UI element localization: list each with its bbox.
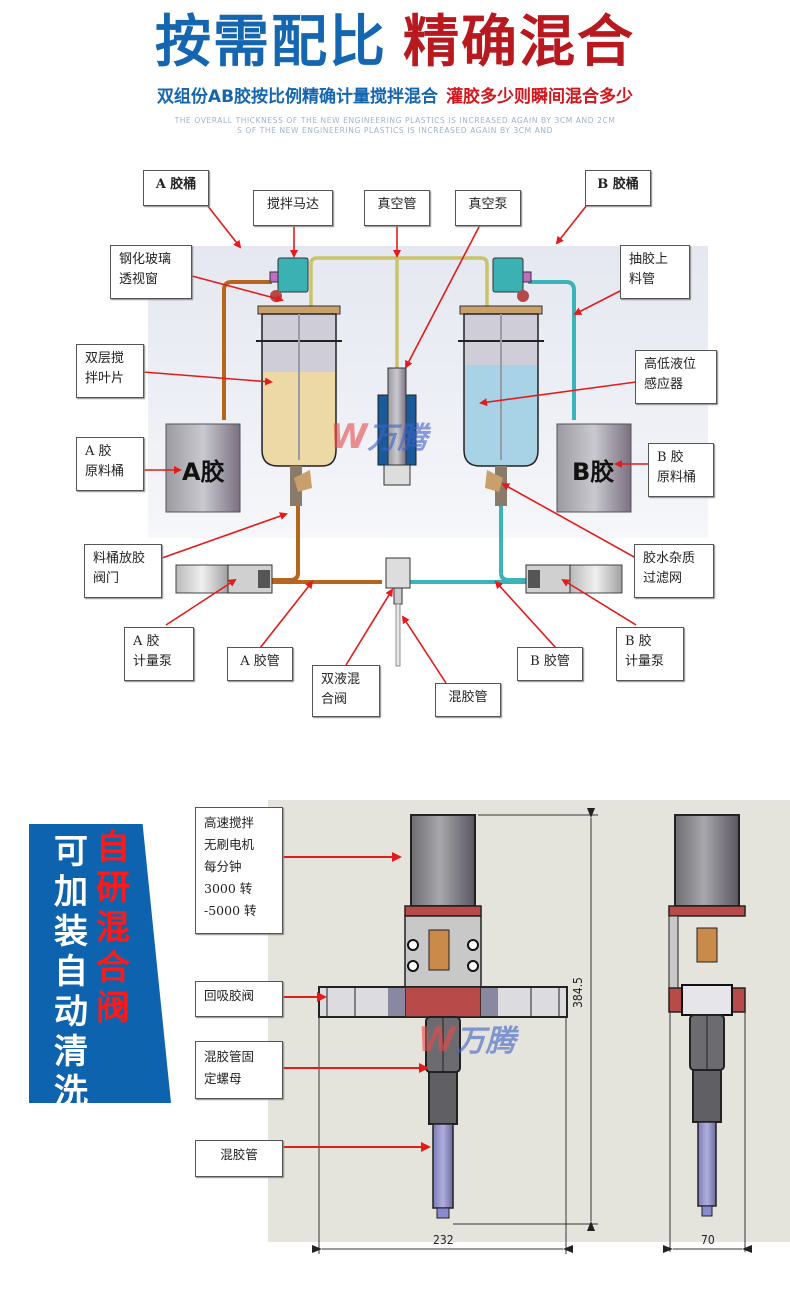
label-double-blade: 双层搅 拌叶片 (76, 344, 144, 398)
callout-arrows (142, 204, 648, 684)
english-caption-line-1: THE OVERALL THICKNESS OF THE NEW ENGINEE… (174, 116, 616, 125)
bucket-b-text: B胶 (572, 458, 615, 486)
watermark: W万腾 (330, 413, 428, 457)
banner-char: 自 (54, 952, 88, 992)
banner-char: 合 (96, 948, 130, 988)
watermark-latin: W (418, 1020, 456, 1060)
label-b-tank: B 胶桶 (585, 170, 651, 206)
label-b-meter-pump: B 胶 计量泵 (616, 627, 684, 681)
vacuum-pump (377, 367, 417, 486)
valve-drawing-background (268, 800, 790, 1242)
watermark: W万腾 (418, 1016, 516, 1060)
side-banner-white-text: 可 加 装 自 动 清 洗 (51, 832, 91, 1112)
label-motor: 高速搅拌 无刷电机 每分钟 3000 转 -5000 转 (195, 807, 283, 934)
banner-char: 装 (54, 912, 88, 952)
watermark-cn: 万腾 (367, 421, 428, 456)
label-drain-valve: 料桶放胶 阀门 (84, 544, 162, 598)
label-a-meter-pump: A 胶 计量泵 (124, 627, 194, 681)
label-b-tube: B 胶管 (517, 647, 583, 681)
side-banner: 可 加 装 自 动 清 洗 自 研 混 合 阀 (29, 824, 171, 1112)
banner-char: 阀 (96, 988, 130, 1028)
tank-a (256, 257, 342, 506)
tank-b (458, 257, 544, 506)
label-level-sensor: 高低液位 感应器 (635, 350, 717, 404)
label-mix-tube: 混胶管 (435, 683, 501, 717)
banner-char: 混 (96, 908, 130, 948)
banner-char: 洗 (54, 1072, 88, 1112)
banner-char: 加 (54, 872, 88, 912)
b-raw-bucket (556, 423, 632, 513)
subheadline-red: 灌胶多少则瞬间混合多少 (446, 87, 634, 107)
headline-blue: 按需配比 (155, 10, 387, 75)
dimension-width-front: 232 (433, 1233, 454, 1247)
banner-char: 可 (54, 832, 88, 872)
side-banner-red-text: 自 研 混 合 阀 (93, 828, 133, 1028)
watermark-cn: 万腾 (455, 1024, 516, 1059)
b-meter-pump (525, 564, 623, 594)
label-mix-tube-2: 混胶管 (195, 1140, 283, 1177)
english-caption-line-2: S OF THE NEW ENGINEERING PLASTICS IS INC… (236, 126, 554, 135)
banner-char: 研 (96, 868, 130, 908)
banner-char: 自 (96, 828, 130, 868)
label-fix-nut: 混胶管固 定螺母 (195, 1041, 283, 1099)
label-b-raw-bucket: B 胶 原料桶 (648, 443, 714, 497)
label-feed-tube: 抽胶上 料管 (620, 245, 690, 299)
subheadline: 双组份AB胶按比例精确计量搅拌混合灌胶多少则瞬间混合多少 (0, 86, 790, 108)
watermark-latin: W (330, 417, 368, 457)
dimension-height: 384.5 (571, 977, 585, 1008)
label-stir-motor: 搅拌马达 (253, 190, 333, 226)
label-suckback-valve: 回吸胶阀 (195, 981, 283, 1017)
headline: 按需配比精确混合 (0, 8, 790, 78)
label-a-tank: A 胶桶 (143, 170, 209, 206)
label-filter: 胶水杂质 过滤网 (634, 544, 714, 598)
label-mix-valve: 双液混 合阀 (312, 665, 380, 717)
label-vacuum-pump: 真空泵 (455, 190, 521, 226)
vacuum-pipe (309, 256, 489, 370)
banner-char: 动 (54, 992, 88, 1032)
system-diagram-graphic (142, 204, 648, 684)
b-supply-pipe (410, 280, 576, 584)
subheadline-blue: 双组份AB胶按比例精确计量搅拌混合 (156, 87, 439, 107)
label-a-raw-bucket: A 胶 原料桶 (76, 437, 144, 491)
a-supply-pipe (222, 280, 382, 584)
label-a-tube: A 胶管 (227, 647, 293, 681)
mix-valve (385, 557, 411, 667)
label-vacuum-tube: 真空管 (364, 190, 430, 226)
bucket-a-text: A胶 (182, 458, 225, 486)
headline-red: 精确混合 (403, 10, 635, 75)
label-glass-window: 钢化玻璃 透视窗 (110, 245, 192, 299)
banner-char: 清 (54, 1032, 88, 1072)
side-banner-bg (29, 824, 171, 1103)
a-meter-pump (175, 564, 273, 594)
dimension-width-side: 70 (701, 1233, 715, 1247)
